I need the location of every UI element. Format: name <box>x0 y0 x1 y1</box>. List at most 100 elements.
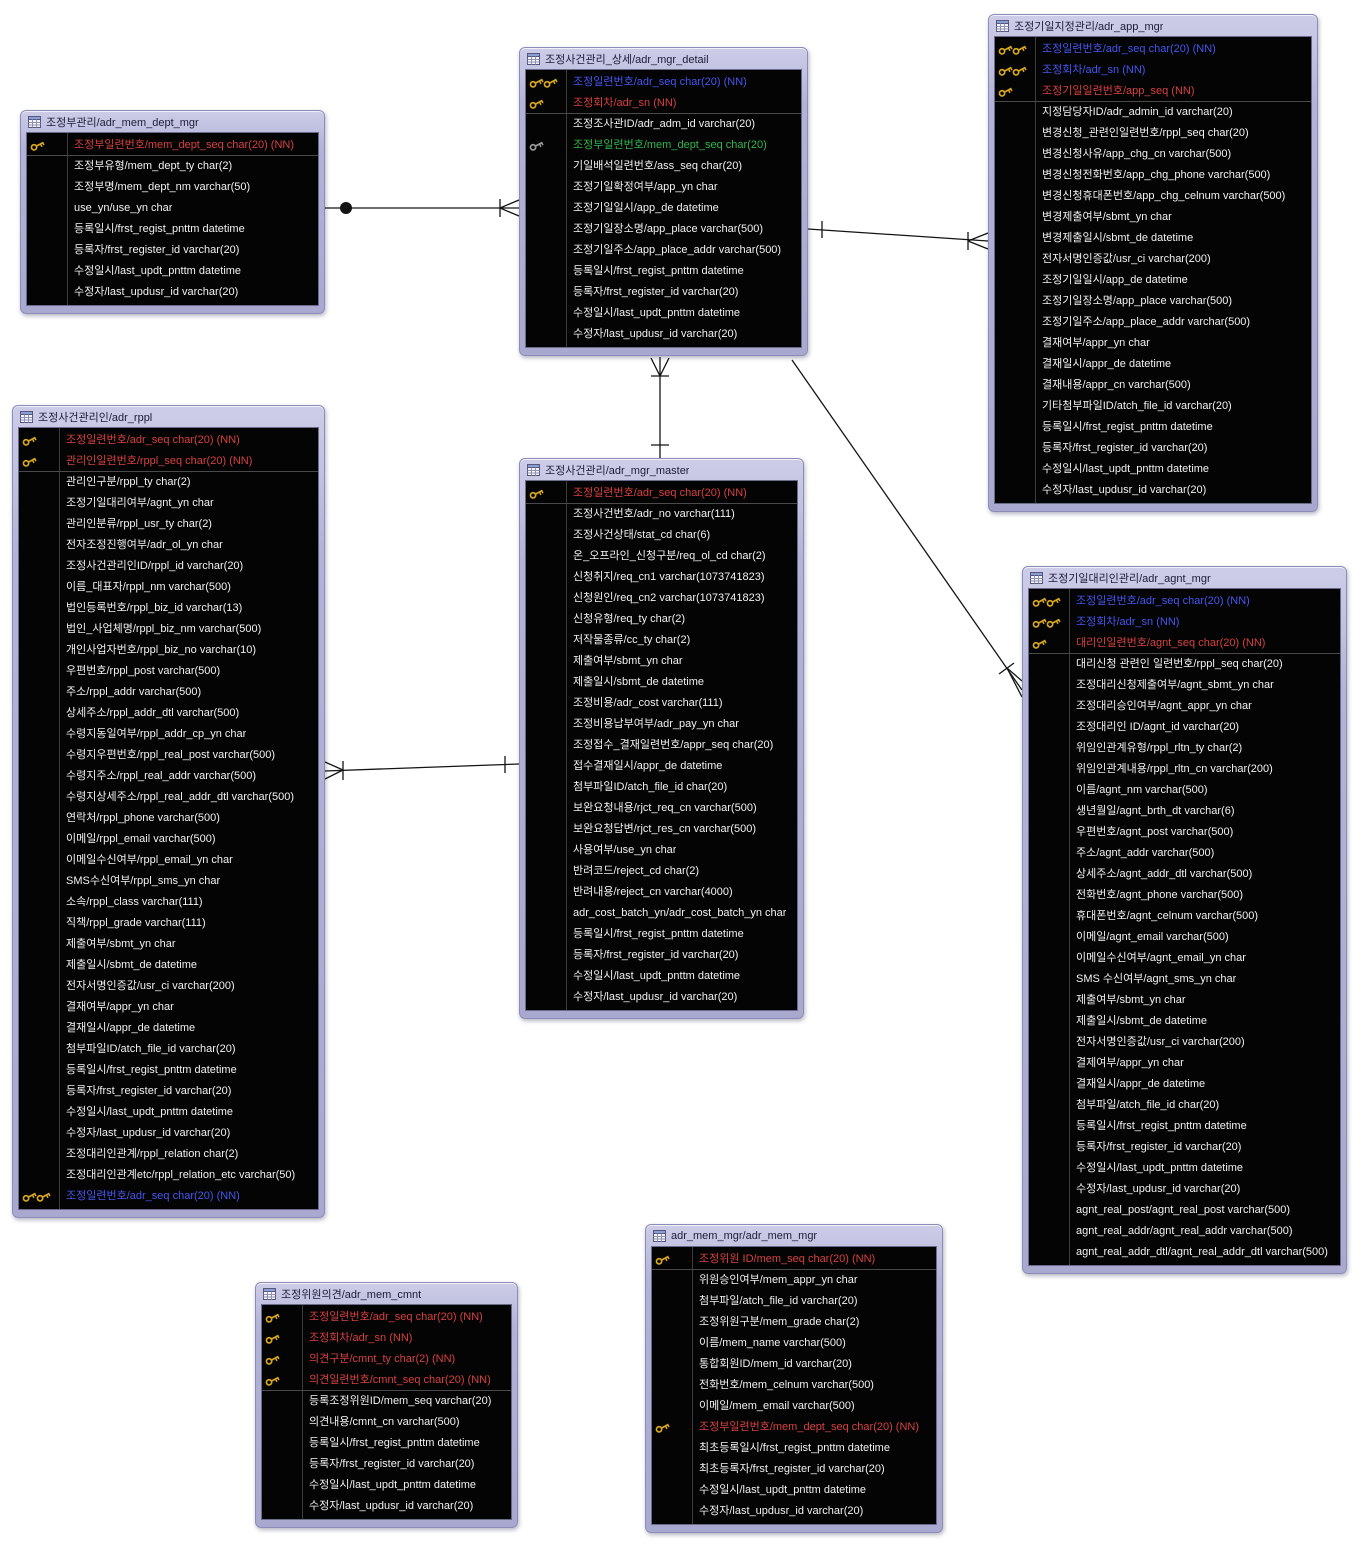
field-row[interactable]: 전자서명인증값/usr_ci varchar(200) <box>19 976 318 997</box>
field-row[interactable]: 수정자/last_updusr_id varchar(20) <box>526 324 801 345</box>
field-row[interactable]: 첨부파일/atch_file_id char(20) <box>1029 1095 1340 1116</box>
field-row[interactable]: 조정일련번호/adr_seq char(20) (NN) <box>19 1186 318 1207</box>
field-row[interactable]: 수정일시/last_updt_pnttm datetime <box>526 303 801 324</box>
field-row[interactable]: 반려코드/reject_cd char(2) <box>526 861 797 882</box>
relationship-mgr-detail-to-app-mgr[interactable] <box>807 221 989 250</box>
field-row[interactable]: 수령지우편번호/rppl_real_post varchar(500) <box>19 745 318 766</box>
field-row[interactable]: 등록일시/frst_regist_pnttm datetime <box>262 1433 511 1454</box>
field-row[interactable]: 제출일시/sbmt_de datetime <box>1029 1011 1340 1032</box>
field-row[interactable]: 결재일시/appr_de datetime <box>995 354 1311 375</box>
field-row[interactable]: 조정일련번호/adr_seq char(20) (NN) <box>1029 591 1340 612</box>
field-row[interactable]: 전화번호/agnt_phone varchar(500) <box>1029 885 1340 906</box>
field-row[interactable]: 등록자/frst_register_id varchar(20) <box>995 438 1311 459</box>
field-row[interactable]: 제출일시/sbmt_de datetime <box>526 672 797 693</box>
field-row[interactable]: 법인등록번호/rppl_biz_id varchar(13) <box>19 598 318 619</box>
entity-header[interactable]: 조정사건관리/adr_mgr_master <box>525 459 798 480</box>
field-row[interactable]: 이메일수신여부/agnt_email_yn char <box>1029 948 1340 969</box>
field-row[interactable]: 변경신청휴대폰번호/app_chg_celnum varchar(500) <box>995 186 1311 207</box>
field-row[interactable]: 수정일시/last_updt_pnttm datetime <box>262 1475 511 1496</box>
field-row[interactable]: 등록자/frst_register_id varchar(20) <box>526 282 801 303</box>
field-row[interactable]: use_yn/use_yn char <box>27 198 318 219</box>
field-row[interactable]: 전화번호/mem_celnum varchar(500) <box>652 1375 936 1396</box>
field-row[interactable]: 수정일시/last_updt_pnttm datetime <box>19 1102 318 1123</box>
field-row[interactable]: 보완요청내용/rjct_req_cn varchar(500) <box>526 798 797 819</box>
field-row[interactable]: 조정기일일시/app_de datetime <box>526 198 801 219</box>
entity-header[interactable]: 조정위원의견/adr_mem_cmnt <box>261 1283 512 1304</box>
field-row[interactable]: 조정대리신청제출여부/agnt_sbmt_yn char <box>1029 675 1340 696</box>
field-row[interactable]: 수정일시/last_updt_pnttm datetime <box>526 966 797 987</box>
field-row[interactable]: 최초등록일시/frst_regist_pnttm datetime <box>652 1438 936 1459</box>
field-row[interactable]: 변경신청_관련인일련번호/rppl_seq char(20) <box>995 123 1311 144</box>
field-row[interactable]: 조정기일일시/app_de datetime <box>995 270 1311 291</box>
field-row[interactable]: 제출일시/sbmt_de datetime <box>19 955 318 976</box>
field-row[interactable]: 수정일시/last_updt_pnttm datetime <box>27 261 318 282</box>
field-row[interactable]: 의견일련번호/cmnt_seq char(20) (NN) <box>262 1370 511 1391</box>
entity-header[interactable]: 조정사건관리인/adr_rppl <box>18 406 319 427</box>
field-row[interactable]: 조정회차/adr_sn (NN) <box>526 93 801 114</box>
field-row[interactable]: 조정부일련번호/mem_dept_seq char(20) (NN) <box>27 135 318 156</box>
field-row[interactable]: agnt_real_addr_dtl/agnt_real_addr_dtl va… <box>1029 1242 1340 1263</box>
field-row[interactable]: 조정일련번호/adr_seq char(20) (NN) <box>526 483 797 504</box>
field-row[interactable]: 주소/rppl_addr varchar(500) <box>19 682 318 703</box>
field-row[interactable]: 조정사건관리인ID/rppl_id varchar(20) <box>19 556 318 577</box>
entity-adr_mgr_master[interactable]: 조정사건관리/adr_mgr_master 조정일련번호/adr_seq char… <box>519 458 804 1019</box>
field-row[interactable]: 조정비용납부여부/adr_pay_yn char <box>526 714 797 735</box>
field-row[interactable]: 조정기일일련번호/app_seq (NN) <box>995 81 1311 102</box>
field-row[interactable]: 수정자/last_updusr_id varchar(20) <box>262 1496 511 1517</box>
field-row[interactable]: 전자조정진행여부/adr_ol_yn char <box>19 535 318 556</box>
field-row[interactable]: 등록일시/frst_regist_pnttm datetime <box>27 219 318 240</box>
field-row[interactable]: SMS 수신여부/agnt_sms_yn char <box>1029 969 1340 990</box>
field-row[interactable]: 의견구분/cmnt_ty char(2) (NN) <box>262 1349 511 1370</box>
field-row[interactable]: 첨부파일ID/atch_file_id varchar(20) <box>19 1039 318 1060</box>
field-row[interactable]: 접수결재일시/appr_de datetime <box>526 756 797 777</box>
field-row[interactable]: 조정대리승인여부/agnt_appr_yn char <box>1029 696 1340 717</box>
field-row[interactable]: 생년월일/agnt_brth_dt varchar(6) <box>1029 801 1340 822</box>
field-row[interactable]: 관리인분류/rppl_usr_ty char(2) <box>19 514 318 535</box>
field-row[interactable]: 결제여부/appr_yn char <box>1029 1053 1340 1074</box>
field-row[interactable]: 주소/agnt_addr varchar(500) <box>1029 843 1340 864</box>
field-row[interactable]: 온_오프라인_신청구분/req_ol_cd char(2) <box>526 546 797 567</box>
field-row[interactable]: 의견내용/cmnt_cn varchar(500) <box>262 1412 511 1433</box>
field-row[interactable]: 위임인관계내용/rppl_rltn_cn varchar(200) <box>1029 759 1340 780</box>
field-row[interactable]: 수령지동일여부/rppl_addr_cp_yn char <box>19 724 318 745</box>
field-row[interactable]: 조정기일확정여부/app_yn char <box>526 177 801 198</box>
field-row[interactable]: 수정자/last_updusr_id varchar(20) <box>652 1501 936 1522</box>
field-row[interactable]: 상세주소/rppl_addr_dtl varchar(500) <box>19 703 318 724</box>
field-row[interactable]: 수령지주소/rppl_real_addr varchar(500) <box>19 766 318 787</box>
field-row[interactable]: 등록일시/frst_regist_pnttm datetime <box>1029 1116 1340 1137</box>
field-row[interactable]: 변경제출여부/sbmt_yn char <box>995 207 1311 228</box>
field-row[interactable]: 조정일련번호/adr_seq char(20) (NN) <box>19 430 318 451</box>
field-row[interactable]: 우편번호/agnt_post varchar(500) <box>1029 822 1340 843</box>
field-row[interactable]: 저작물종류/cc_ty char(2) <box>526 630 797 651</box>
field-row[interactable]: 결재일시/appr_de datetime <box>1029 1074 1340 1095</box>
field-row[interactable]: 법인_사업체명/rppl_biz_nm varchar(500) <box>19 619 318 640</box>
field-row[interactable]: 수령지상세주소/rppl_real_addr_dtl varchar(500) <box>19 787 318 808</box>
field-row[interactable]: 조정회차/adr_sn (NN) <box>995 60 1311 81</box>
field-row[interactable]: 대리신청 관련인 일련번호/rppl_seq char(20) <box>1029 654 1340 675</box>
field-row[interactable]: 조정기일대리여부/agnt_yn char <box>19 493 318 514</box>
field-row[interactable]: 등록조정위원ID/mem_seq varchar(20) <box>262 1391 511 1412</box>
field-row[interactable]: 상세주소/agnt_addr_dtl varchar(500) <box>1029 864 1340 885</box>
field-row[interactable]: 조정일련번호/adr_seq char(20) (NN) <box>526 72 801 93</box>
entity-adr_rppl[interactable]: 조정사건관리인/adr_rppl 조정일련번호/adr_seq char(20) … <box>12 405 325 1218</box>
field-row[interactable]: 결재내용/appr_cn varchar(500) <box>995 375 1311 396</box>
field-row[interactable]: 신청취지/req_cn1 varchar(1073741823) <box>526 567 797 588</box>
field-row[interactable]: 수정일시/last_updt_pnttm datetime <box>995 459 1311 480</box>
field-row[interactable]: 조정대리인관계/rppl_relation char(2) <box>19 1144 318 1165</box>
field-row[interactable]: 이메일/agnt_email varchar(500) <box>1029 927 1340 948</box>
field-row[interactable]: 등록일시/frst_regist_pnttm datetime <box>19 1060 318 1081</box>
field-row[interactable]: 조정사건상태/stat_cd char(6) <box>526 525 797 546</box>
field-row[interactable]: 수정자/last_updusr_id varchar(20) <box>19 1123 318 1144</box>
field-row[interactable]: adr_cost_batch_yn/adr_cost_batch_yn char <box>526 903 797 924</box>
field-row[interactable]: agnt_real_post/agnt_real_post varchar(50… <box>1029 1200 1340 1221</box>
field-row[interactable]: 결재일시/appr_de datetime <box>19 1018 318 1039</box>
relationship-dept-mgr-to-mgr-detail[interactable] <box>325 199 520 217</box>
field-row[interactable]: 지정담당자ID/adr_admin_id varchar(20) <box>995 102 1311 123</box>
field-row[interactable]: 직책/rppl_grade varchar(111) <box>19 913 318 934</box>
relationship-mgr-master-to-rppl[interactable] <box>324 756 520 780</box>
field-row[interactable]: 조정기일장소명/app_place varchar(500) <box>526 219 801 240</box>
field-row[interactable]: agnt_real_addr/agnt_real_addr varchar(50… <box>1029 1221 1340 1242</box>
entity-header[interactable]: 조정부관리/adr_mem_dept_mgr <box>26 111 319 132</box>
